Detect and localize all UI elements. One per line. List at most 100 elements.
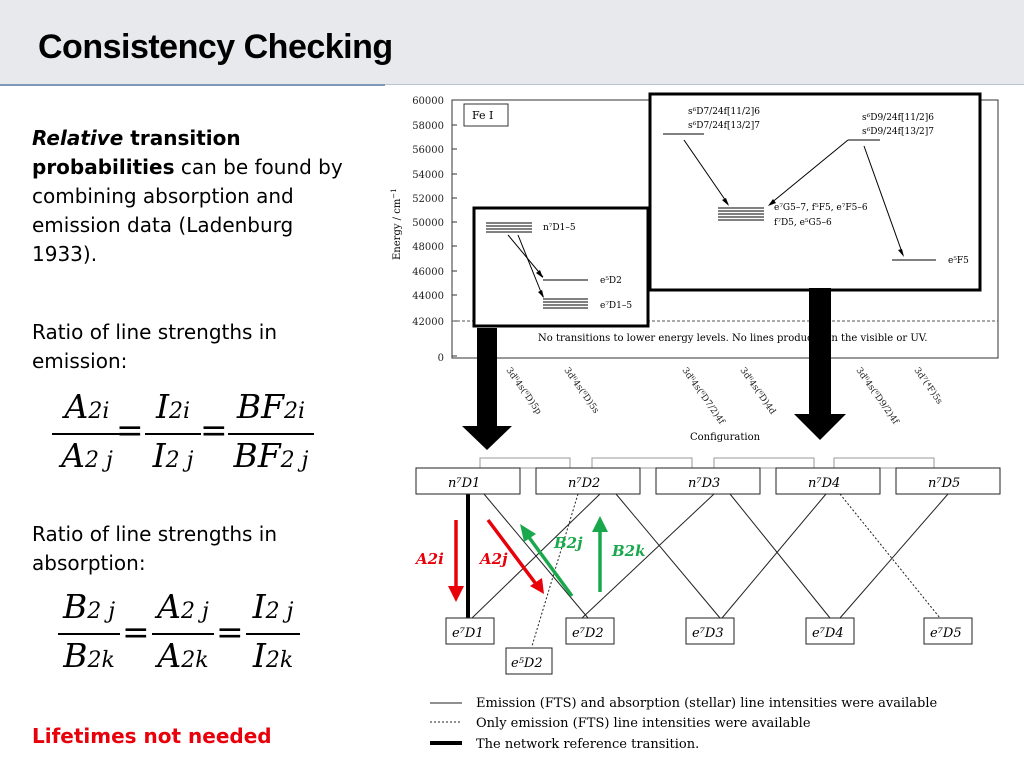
network-legend: Emission (FTS) and absorption (stellar) … (430, 696, 938, 752)
level-box-n7d4 (775, 467, 881, 495)
intro-paragraph: Relative transition probabilities can be… (32, 124, 352, 269)
intro-rest: can be found by combining absorption and… (32, 155, 343, 266)
arrow-head (898, 249, 904, 257)
level-box-n7d3 (655, 467, 761, 495)
legend-thick-text: The network reference transition. (476, 737, 699, 752)
svg-text:3d⁶4s(⁶D)4d: 3d⁶4s(⁶D)4d (738, 365, 779, 416)
arrow-head (768, 199, 776, 206)
title-bar (0, 0, 1024, 85)
arrow-a2j (486, 518, 538, 586)
svg-text:60000: 60000 (412, 96, 444, 107)
arrow-b2j (526, 534, 574, 598)
fraction-a2i-a2j: A2i A2 j (52, 388, 122, 480)
upper-level-boxes: n⁷D1 n⁷D2 n⁷D3 n⁷D4 n⁷D5 (415, 467, 1001, 495)
emission-arrows (448, 518, 544, 602)
svg-text:52000: 52000 (412, 194, 444, 205)
arrow-head (538, 290, 544, 298)
level-label-e7d4: e⁷D4 (812, 626, 844, 641)
svg-text:3d⁶4s(⁶D)5s: 3d⁶4s(⁶D)5s (562, 365, 602, 416)
legend-solid-text: Emission (FTS) and absorption (stellar) … (476, 696, 938, 711)
svg-text:3d⁷(⁴F)5s: 3d⁷(⁴F)5s (912, 365, 946, 406)
level-label-cluster-a: e⁷G5–7, f⁵F5, e⁷F5–6 (774, 203, 868, 213)
emission-label: Ratio of line strengths in emission: (32, 320, 278, 373)
level-label-n7d1: n⁷D1 (448, 476, 480, 491)
big-arrow-shaft-left (477, 328, 497, 428)
fraction-i2i-i2j: I2i I2 j (145, 388, 201, 480)
transition-arrow (863, 145, 904, 256)
svg-text:0: 0 (438, 353, 444, 364)
lifetimes-note: Lifetimes not needed (32, 724, 272, 748)
inset-box-left (472, 206, 650, 328)
level-label-e7d2: e⁷D2 (572, 626, 604, 641)
absorption-arrows (520, 516, 608, 598)
energy-level-diagram: 60000 58000 56000 54000 52000 50000 4800… (390, 92, 999, 450)
y-axis-label: Energy / cm−1 (390, 188, 403, 260)
arrow-head (530, 578, 544, 594)
level-box-e7d1 (445, 617, 495, 645)
transition-arrow (769, 139, 849, 205)
header-rule (0, 84, 385, 86)
fraction-b2j-b2k: B2 j B2k (58, 588, 120, 680)
transition-arrow (507, 234, 544, 278)
level-box-e7d3 (685, 617, 735, 645)
label-a2j: A2j (478, 550, 508, 568)
level-label-n7d4: n⁷D4 (808, 476, 840, 491)
transition-network: n⁷D1 n⁷D2 n⁷D3 n⁷D4 n⁷D5 e⁷D1 e⁷D2 e⁷D3 … (414, 457, 1001, 675)
svg-text:50000: 50000 (412, 218, 444, 229)
level-label-s6d7-a: s⁶D7/24f[11/2]6 (688, 107, 760, 117)
legend-dotted-text: Only emission (FTS) line intensities wer… (476, 716, 811, 731)
level-label-e7d: e⁷D1–5 (600, 301, 632, 311)
equals-sign: = (122, 612, 150, 651)
config-labels: 3d⁶4s(⁶D)5p 3d⁶4s(⁶D)5s 3d⁶4s(⁶D7/2)4f 3… (504, 365, 946, 427)
svg-text:3d⁶4s(⁶D7/2)4f: 3d⁶4s(⁶D7/2)4f (680, 365, 728, 427)
level-box-n7d1 (415, 467, 521, 495)
level-label-n7d: n⁷D1–5 (543, 223, 576, 233)
lower-level-boxes: e⁷D1 e⁷D2 e⁷D3 e⁷D4 e⁷D5 e⁵D2 (445, 617, 973, 675)
n7d-level-lines (486, 222, 532, 233)
arrow-head (520, 524, 536, 542)
big-arrow-shaft-right (809, 288, 831, 416)
level-label-s6d9-a: s⁶D9/24f[11/2]6 (862, 113, 934, 123)
level-label-s6d7-b: s⁶D7/24f[13/2]7 (688, 121, 760, 131)
transition-lines (467, 493, 949, 619)
big-arrow-head-right (794, 414, 846, 440)
level-label-n7d2: n⁷D2 (568, 476, 600, 491)
svg-text:3d⁶4s(⁶D)5p: 3d⁶4s(⁶D)5p (504, 365, 545, 416)
arrow-head (536, 270, 543, 278)
level-label-cluster-b: f⁷D5, e⁵G5–6 (774, 218, 832, 228)
cluster-level-lines (718, 207, 764, 221)
svg-text:56000: 56000 (412, 145, 444, 156)
level-label-n7d3: n⁷D3 (688, 476, 720, 491)
big-arrow-head-left (462, 426, 512, 450)
faded-behind-boxes (479, 457, 935, 469)
fraction-a2j-a2k: A2 j A2k (152, 588, 214, 680)
label-b2j: B2j (553, 534, 583, 552)
equals-sign: = (116, 410, 144, 449)
level-label-e5d2: e⁵D2 (511, 656, 543, 671)
equals-sign: = (216, 612, 244, 651)
svg-text:54000: 54000 (412, 170, 444, 181)
level-label-e7d5: e⁷D5 (930, 626, 962, 641)
label-a2i: A2i (414, 550, 444, 568)
arrow-head (592, 516, 608, 532)
fraction-i2j-i2k: I2 j I2k (246, 588, 300, 680)
level-label-s6d9-b: s⁶D9/24f[13/2]7 (862, 127, 934, 137)
arrow-head (722, 198, 729, 206)
x-axis-label: Configuration (690, 432, 761, 443)
level-box-n7d2 (535, 467, 641, 495)
level-label-e7d1: e⁷D1 (452, 626, 484, 641)
svg-text:3d⁶4s(⁶D9/2)4f: 3d⁶4s(⁶D9/2)4f (854, 365, 902, 427)
level-label-e5f5: e⁵F5 (948, 256, 969, 266)
y-tick-marks (452, 99, 457, 357)
transition-arrow (683, 139, 729, 205)
svg-text:58000: 58000 (412, 121, 444, 132)
svg-text:48000: 48000 (412, 242, 444, 253)
level-box-e5d2 (505, 647, 553, 675)
absorption-label: Ratio of line strengths in absorption: (32, 522, 278, 575)
transition-arrow (517, 234, 544, 298)
y-tick-labels: 60000 58000 56000 54000 52000 50000 4800… (412, 96, 444, 364)
svg-text:46000: 46000 (412, 267, 444, 278)
level-label-e5d2: e⁵D2 (600, 276, 622, 286)
slide-title: Consistency Checking (38, 28, 393, 66)
intro-strong: transition probabilities (32, 126, 241, 179)
